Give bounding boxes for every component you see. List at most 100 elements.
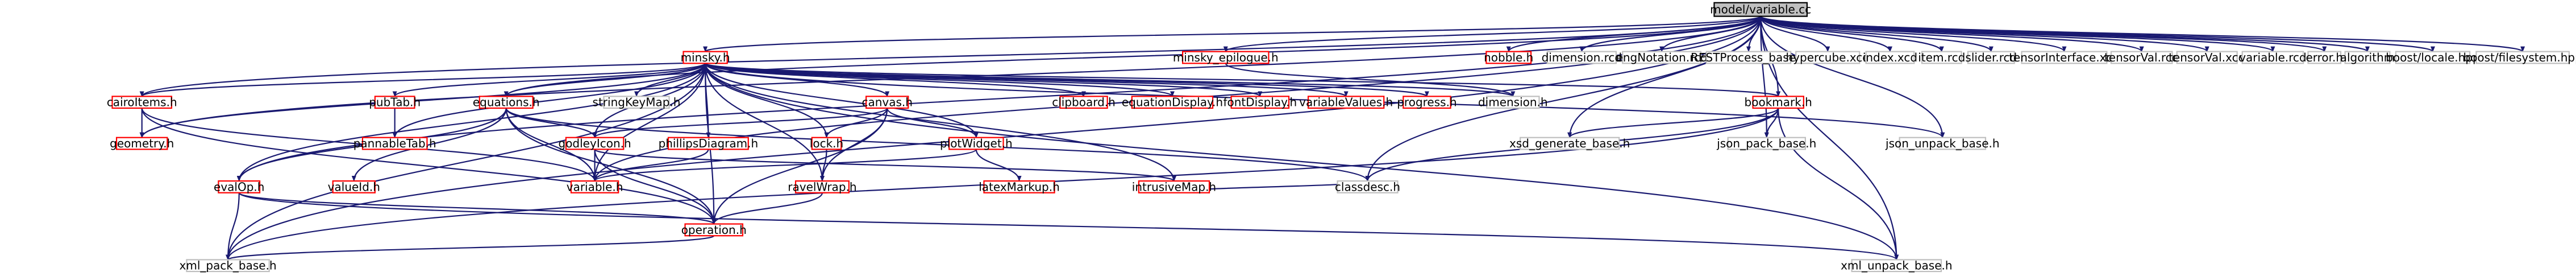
node-label: json_unpack_base.h bbox=[1885, 137, 1999, 150]
node-box bbox=[2110, 51, 2173, 64]
edge-root-to-json_unpack_base bbox=[1760, 16, 1945, 138]
node-ravelWrap[interactable]: ravelWrap.h bbox=[788, 180, 856, 193]
edge-canvas-to-operation bbox=[711, 108, 888, 225]
node-geometry[interactable]: geometry.h bbox=[110, 137, 174, 150]
node-evalOp[interactable]: evalOp.h bbox=[214, 180, 264, 193]
node-godleyIcon[interactable]: godleyIcon.h bbox=[559, 137, 631, 150]
node-box bbox=[332, 180, 376, 193]
node-fontDisplay[interactable]: fontDisplay.h bbox=[1223, 96, 1297, 109]
node-box bbox=[865, 96, 909, 109]
node-box bbox=[1230, 96, 1290, 109]
node-engNotation_rcd: engNotation.rcd bbox=[1616, 51, 1708, 64]
edge-minsky-to-xml_unpack_base bbox=[704, 63, 1899, 261]
node-box bbox=[683, 51, 728, 64]
node-label: dimension.rcd bbox=[1542, 51, 1622, 64]
node-hypercube_xcd: hypercube.xcd bbox=[1786, 51, 1870, 64]
node-variable_h[interactable]: variable.h bbox=[567, 180, 623, 193]
node-clipboard[interactable]: clipboard.h bbox=[1052, 96, 1116, 109]
node-label: boost/locale.hpp bbox=[2386, 51, 2480, 64]
node-box bbox=[2176, 51, 2238, 64]
node-plotWidget[interactable]: plotWidget.h bbox=[940, 137, 1013, 150]
node-label: tensorInterface.xcd bbox=[2009, 51, 2120, 64]
node-box bbox=[1851, 259, 1942, 273]
node-label: classdesc.h bbox=[1335, 180, 1400, 193]
node-box bbox=[1622, 51, 1702, 64]
node-box bbox=[1546, 51, 1617, 64]
node-variableValues[interactable]: variableValues.h bbox=[1299, 96, 1393, 109]
edge-equations-to-godleyIcon bbox=[505, 108, 597, 138]
node-box bbox=[2344, 51, 2391, 64]
node-box bbox=[603, 96, 670, 109]
edge-canvas-to-godleyIcon bbox=[592, 108, 888, 138]
node-label: xml_pack_base.h bbox=[180, 259, 277, 273]
node-canvas[interactable]: canvas.h bbox=[862, 96, 912, 109]
node-box bbox=[1181, 51, 1270, 64]
edge-canvas-to-lock bbox=[824, 108, 888, 138]
node-box bbox=[478, 96, 534, 109]
node-operation[interactable]: operation.h bbox=[681, 223, 747, 237]
edge-root-to-boost_filesystem bbox=[1760, 15, 2525, 52]
edge-lock-to-ravelWrap bbox=[819, 149, 827, 182]
node-progress[interactable]: progress.h bbox=[1397, 96, 1456, 109]
node-bookmark[interactable]: bookmark.h bbox=[1745, 96, 1812, 109]
edge-canvas-to-plotWidget bbox=[887, 108, 979, 138]
node-label: variable.rcd bbox=[2239, 51, 2307, 64]
edge-minsky-to-variable_h bbox=[592, 63, 706, 182]
node-pubTab[interactable]: pubTab.h bbox=[369, 96, 421, 109]
node-phillipsDiagram[interactable]: phillipsDiagram.h bbox=[659, 137, 759, 150]
edge-root-to-slider_rcd bbox=[1760, 16, 1994, 52]
edge-minsky-to-bookmark bbox=[704, 63, 1780, 97]
node-label: xsd_generate_base.h bbox=[1509, 137, 1630, 150]
node-box bbox=[1307, 96, 1385, 109]
node-label: RESTProcess_base.h bbox=[1691, 51, 1807, 64]
node-item_rcd: item.rcd bbox=[1918, 51, 1965, 64]
node-latexMarkup[interactable]: latexMarkup.h bbox=[979, 180, 1060, 193]
edge-root-to-evalOp bbox=[236, 16, 1762, 182]
node-nobble[interactable]: nobble.h bbox=[1484, 51, 1533, 64]
node-label: clipboard.h bbox=[1052, 96, 1116, 109]
node-box bbox=[1403, 96, 1451, 109]
node-equations[interactable]: equations.h bbox=[473, 96, 540, 109]
node-box bbox=[2395, 51, 2471, 64]
node-root[interactable]: model/variable.cc bbox=[1710, 2, 1811, 17]
node-box bbox=[115, 137, 168, 150]
edge-root-to-minsky bbox=[703, 15, 1762, 52]
node-label: item.rcd bbox=[1918, 51, 1965, 64]
node-label: cairoItems.h bbox=[107, 96, 177, 109]
node-label: minsky_epilogue.h bbox=[1173, 51, 1279, 64]
node-box bbox=[667, 137, 749, 150]
node-label: dimension.h bbox=[1478, 96, 1548, 109]
node-box bbox=[1752, 96, 1804, 109]
edge-minsky-to-pubTab bbox=[392, 63, 706, 97]
node-box bbox=[1337, 180, 1399, 193]
node-label: godleyIcon.h bbox=[559, 137, 631, 150]
node-label: equationDisplay.h bbox=[1122, 96, 1223, 109]
edge-equations-to-operation bbox=[505, 108, 717, 225]
node-box bbox=[111, 96, 173, 109]
node-label: intrusiveMap.h bbox=[1132, 180, 1216, 193]
node-minsky_epilogue[interactable]: minsky_epilogue.h bbox=[1173, 51, 1279, 64]
edge-root-to-minsky_epilogue bbox=[1224, 15, 1762, 52]
edge-minsky-to-evalOp bbox=[236, 63, 706, 182]
node-valueId[interactable]: valueId.h bbox=[328, 180, 380, 193]
node-box bbox=[361, 137, 428, 150]
node-lock[interactable]: lock.h bbox=[810, 137, 843, 150]
node-label: stringKeyMap.h bbox=[593, 96, 681, 109]
node-pannableTab[interactable]: pannableTab.h bbox=[353, 137, 436, 150]
node-label: pannableTab.h bbox=[353, 137, 436, 150]
node-tensorVal_rcd: tensorVal.rcd bbox=[2104, 51, 2179, 64]
node-boost_filesystem: boost/filesystem.hpp bbox=[2463, 51, 2576, 64]
node-intrusiveMap[interactable]: intrusiveMap.h bbox=[1132, 180, 1216, 193]
node-label: model/variable.cc bbox=[1710, 3, 1811, 17]
edge-minsky_epilogue-to-dimension bbox=[1225, 63, 1516, 97]
node-label: pubTab.h bbox=[369, 96, 421, 109]
node-minsky[interactable]: minsky.h bbox=[681, 51, 730, 64]
node-cairoItems[interactable]: cairoItems.h bbox=[107, 96, 177, 109]
edge-minsky-to-dimension bbox=[704, 63, 1515, 97]
node-box bbox=[2475, 51, 2570, 64]
node-equationDisplay[interactable]: equationDisplay.h bbox=[1122, 96, 1223, 109]
node-layer: model/variable.cc minsky.h minsky_epilogue… bbox=[107, 2, 2576, 273]
node-box bbox=[1795, 51, 1861, 64]
node-variable_rcd: variable.rcd bbox=[2239, 51, 2307, 64]
edge-minsky-to-xml_pack_base bbox=[226, 63, 706, 261]
